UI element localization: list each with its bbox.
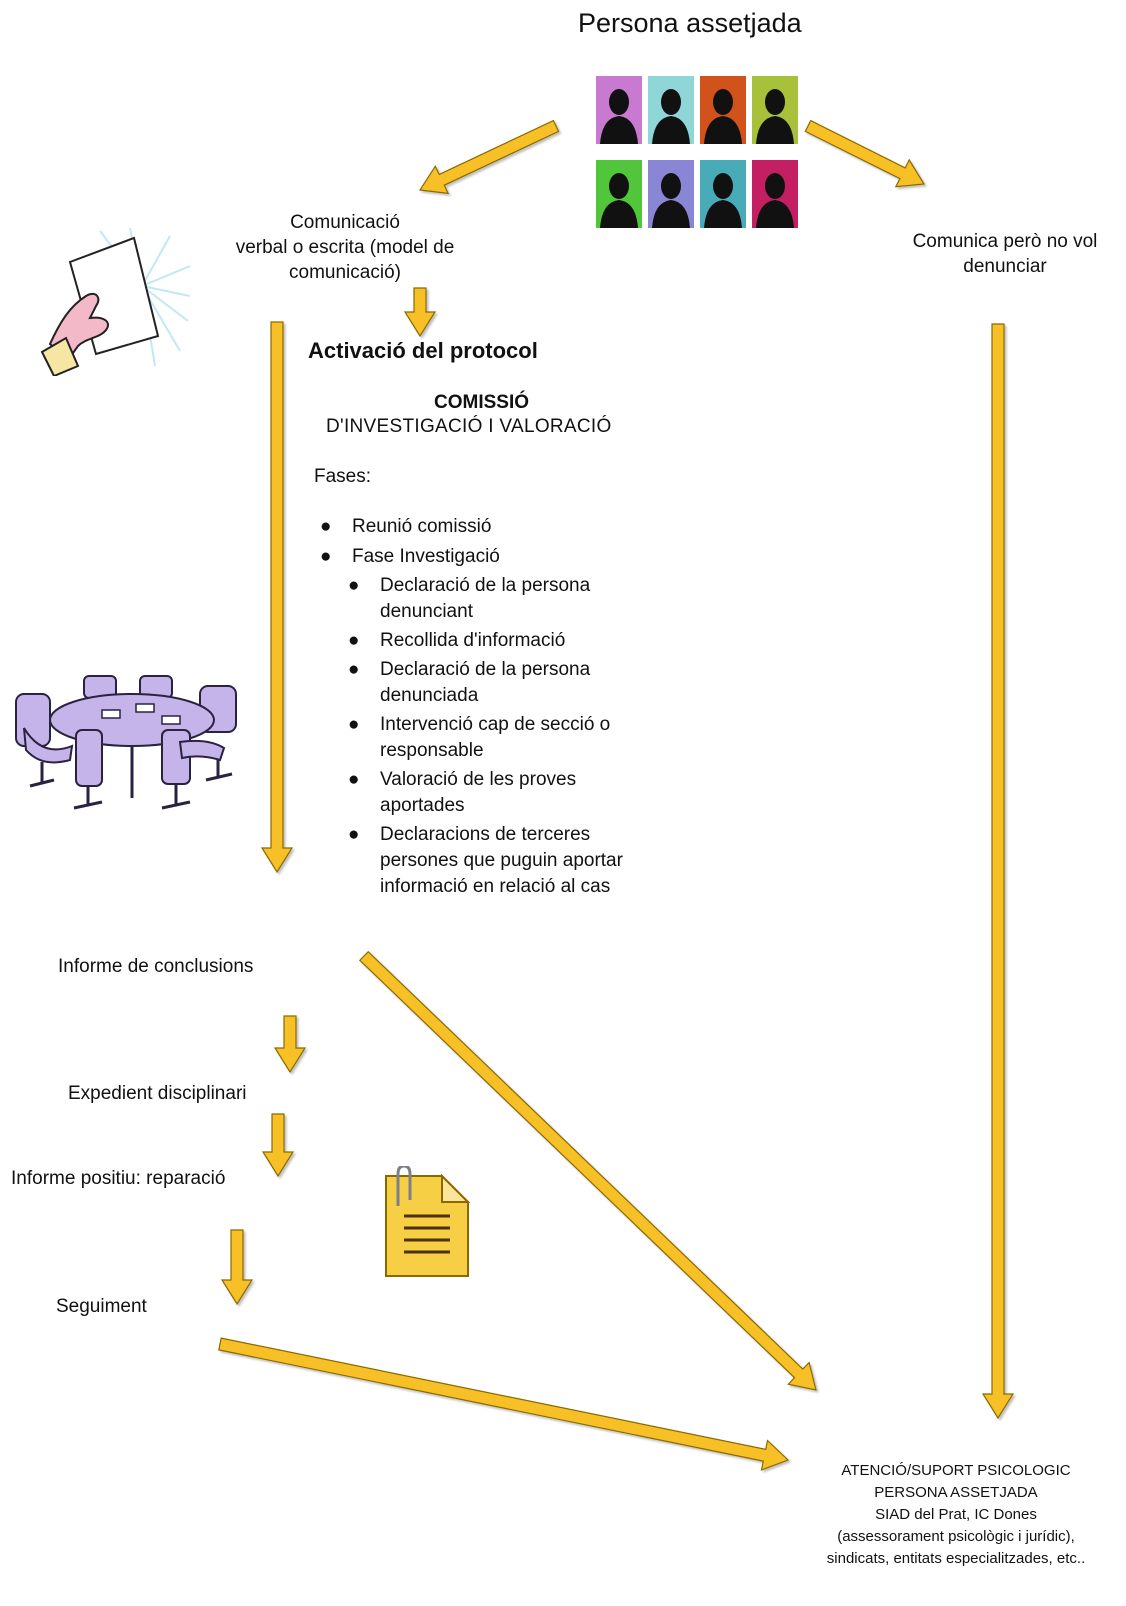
portrait-tile xyxy=(752,160,798,228)
bullet-icon: ● xyxy=(348,659,360,680)
support-line-2: PERSONA ASSETJADA xyxy=(874,1484,1038,1501)
arrow-followup-to-support xyxy=(218,1337,790,1471)
communication-line-2: verbal o escrita (model de xyxy=(235,237,455,258)
commission-title: COMISSIÓ xyxy=(434,392,530,413)
positive-report-label: Informe positiu: reparació xyxy=(11,1168,226,1189)
no-report-label: Comunica però no vol denunciar xyxy=(890,229,1120,279)
arrow-right-vertical xyxy=(981,323,1015,1420)
protocol-heading: Activació del protocol xyxy=(308,338,538,363)
bullet-icon: ● xyxy=(348,824,360,845)
communication-line-3: comunicació) xyxy=(289,262,401,283)
portrait-tile xyxy=(700,76,746,144)
arrow-to-disciplinary xyxy=(273,1015,307,1074)
list-item: ●Recollida d'informació xyxy=(348,628,700,654)
people-silhouettes-icon xyxy=(596,76,798,228)
bullet-icon: ● xyxy=(348,630,360,651)
clipped-document-icon xyxy=(385,1166,471,1277)
portrait-tile xyxy=(752,76,798,144)
conclusions-report-label: Informe de conclusions xyxy=(58,956,254,977)
phases-label: Fases: xyxy=(314,466,372,487)
portrait-tile xyxy=(596,76,642,144)
portrait-tile xyxy=(596,160,642,228)
communication-line-1: Comunicació xyxy=(290,212,400,233)
list-item: ●Reunió comissió xyxy=(320,514,672,540)
arrow-left-vertical xyxy=(260,321,294,874)
list-item: ●Fase Investigació xyxy=(320,544,672,570)
arrow-to-protocol xyxy=(403,287,437,338)
meeting-table-icon xyxy=(15,675,237,810)
support-line-3: SIAD del Prat, IC Dones xyxy=(875,1506,1037,1523)
hand-holding-paper-icon xyxy=(40,227,190,376)
arrow-to-communication xyxy=(418,119,560,195)
bullet-icon: ● xyxy=(348,769,360,790)
portrait-tile xyxy=(648,160,694,228)
disciplinary-file-label: Expedient disciplinari xyxy=(68,1083,247,1104)
arrow-to-no-report xyxy=(804,119,926,188)
diagram-title: Persona assetjada xyxy=(578,8,802,38)
no-report-line-1: Comunica però no vol xyxy=(912,231,1098,252)
arrow-to-followup xyxy=(220,1229,254,1306)
portrait-tile xyxy=(700,160,746,228)
communication-label: Comunicació verbal o escrita (model de c… xyxy=(200,210,490,285)
support-block: ATENCIÓ/SUPORT PSICOLOGIC PERSONA ASSETJ… xyxy=(800,1460,1112,1570)
phases-list: ●Reunió comissió ●Fase Investigació xyxy=(320,514,672,570)
followup-label: Seguiment xyxy=(56,1296,147,1317)
support-line-5: sindicats, entitats especialitzades, etc… xyxy=(826,1550,1086,1567)
bullet-icon: ● xyxy=(348,575,360,596)
arrow-to-positive-report xyxy=(261,1113,295,1178)
bullet-icon: ● xyxy=(320,516,332,537)
support-line-1: ATENCIÓ/SUPORT PSICOLOGIC xyxy=(841,1462,1071,1479)
arrow-conclusions-to-support xyxy=(358,950,817,1391)
support-line-4: (assessorament psicològic i jurídic), xyxy=(837,1528,1075,1545)
bullet-icon: ● xyxy=(348,714,360,735)
portrait-tile xyxy=(648,76,694,144)
bullet-icon: ● xyxy=(320,546,332,567)
commission-subtitle: D'INVESTIGACIÓ I VALORACIÓ xyxy=(326,416,612,437)
no-report-line-2: denunciar xyxy=(963,256,1047,277)
